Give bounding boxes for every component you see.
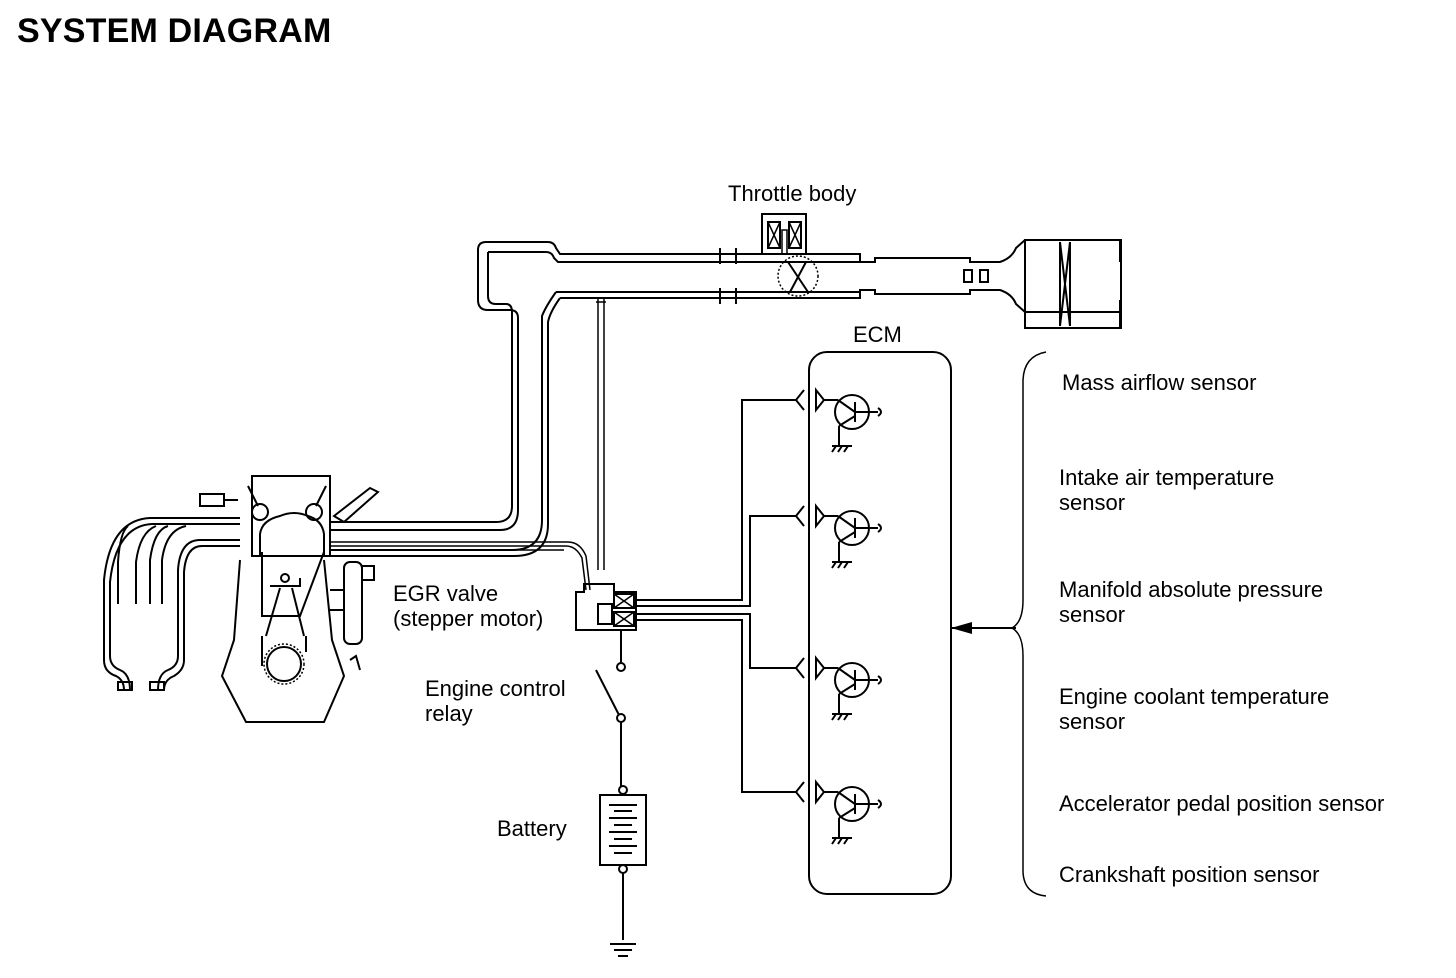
transistor-icon xyxy=(794,655,882,721)
sensor-label: Accelerator pedal position sensor xyxy=(1059,791,1385,816)
intake-manifold-pipe xyxy=(330,250,561,557)
page-title: SYSTEM DIAGRAM xyxy=(17,12,332,50)
egr-valve-icon xyxy=(575,583,637,631)
ecm-label: ECM xyxy=(853,322,902,347)
egr-valve-label: EGR valve (stepper motor) xyxy=(393,581,544,631)
sensor-label: Engine coolant temperature sensor xyxy=(1059,684,1330,734)
ecm-drivers xyxy=(794,387,882,845)
sensor-label: Manifold absolute pressure sensor xyxy=(1059,577,1324,627)
battery-icon xyxy=(599,785,647,940)
intake-duct xyxy=(477,239,1122,329)
exhaust-manifold-icon xyxy=(103,517,240,691)
battery-label: Battery xyxy=(497,816,567,841)
transistor-icon xyxy=(794,779,882,845)
egr-tube xyxy=(330,297,606,591)
sensor-label: Crankshaft position sensor xyxy=(1059,862,1320,887)
throttle-body-label: Throttle body xyxy=(728,181,857,206)
ground-icon xyxy=(610,943,636,957)
throttle-body-icon xyxy=(761,213,819,297)
wiring-harness xyxy=(620,399,796,793)
sensor-label: Intake air temperature sensor xyxy=(1059,465,1275,515)
ecm-box xyxy=(808,351,1016,895)
engine-control-relay-label: Engine control relay xyxy=(425,676,566,726)
transistor-icon xyxy=(794,503,882,569)
engine-icon xyxy=(199,475,380,723)
sensor-bracket xyxy=(1010,351,1047,897)
sensor-label: Mass airflow sensor xyxy=(1062,370,1257,395)
transistor-icon xyxy=(794,387,882,453)
engine-control-relay-icon xyxy=(595,662,626,786)
